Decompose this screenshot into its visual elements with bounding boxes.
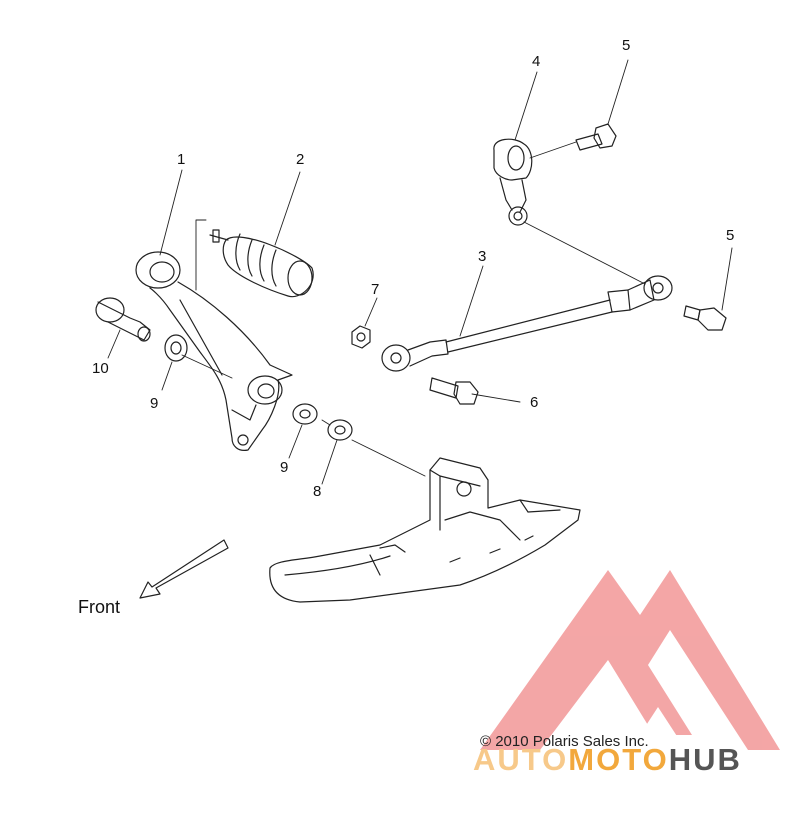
callout-5-right: 5 — [726, 227, 735, 244]
shift-rod-part — [381, 275, 673, 372]
callout-5-top: 5 — [622, 37, 631, 54]
shift-arm-part — [493, 138, 533, 226]
callout-2: 2 — [296, 151, 305, 168]
callout-9-left: 9 — [150, 395, 159, 412]
callout-4: 4 — [532, 53, 541, 70]
watermark-logo-triangle — [480, 570, 780, 750]
shift-lever-part — [135, 251, 293, 451]
brand-part-moto: MOTO — [568, 742, 669, 777]
callout-1: 1 — [177, 151, 186, 168]
leader-lines — [107, 59, 733, 485]
callout-6: 6 — [530, 394, 539, 411]
callout-7: 7 — [371, 281, 380, 298]
bolt-right-part — [683, 305, 727, 331]
pivot-bolt-part — [95, 297, 151, 342]
footrest-bracket-part — [269, 457, 581, 603]
callout-8: 8 — [313, 483, 322, 500]
brand-part-hub: HUB — [668, 742, 742, 777]
front-arrow — [139, 539, 229, 599]
watermark-brand: AUTOMOTOHUB — [473, 742, 742, 778]
front-label: Front — [78, 597, 121, 617]
nut-part — [351, 325, 371, 349]
callout-10: 10 — [92, 360, 109, 377]
shift-peg-part — [209, 229, 314, 298]
washer-left-part — [164, 334, 188, 362]
bolt-6-part — [429, 377, 479, 405]
brand-part-auto: AUTO — [473, 742, 569, 777]
copyright-text: © 2010 Polaris Sales Inc. — [480, 733, 649, 750]
callout-9-right: 9 — [280, 459, 289, 476]
washer-right-part — [292, 403, 353, 441]
callout-3: 3 — [478, 248, 487, 265]
bolt-top-part — [575, 123, 617, 151]
